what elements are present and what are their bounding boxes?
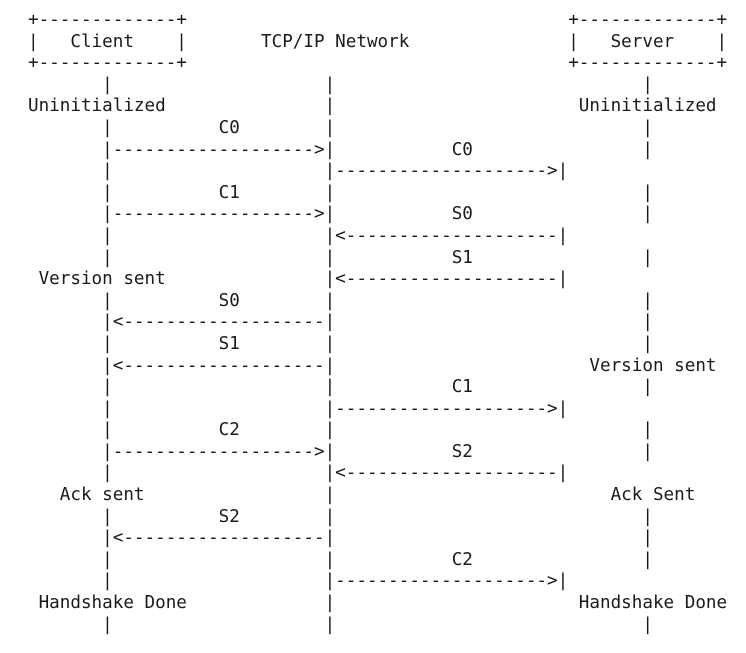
diagram-line: | | C2 | bbox=[28, 549, 653, 570]
diagram-line: | Client | TCP/IP Network | Server | bbox=[28, 31, 728, 52]
diagram-line: | |<--------------------| bbox=[28, 225, 569, 246]
diagram-line: Handshake Done | Handshake Done bbox=[28, 593, 728, 614]
diagram-line: | S2 | | bbox=[28, 506, 653, 527]
diagram-line: |<-------------------| | bbox=[28, 312, 653, 333]
diagram-line: +-------------+ +-------------+ bbox=[28, 53, 728, 74]
diagram-line: | |-------------------->| bbox=[28, 161, 569, 182]
diagram-line: | |-------------------->| bbox=[28, 571, 569, 592]
diagram-line: Version sent |<--------------------| bbox=[28, 269, 569, 290]
diagram-line: +-------------+ +-------------+ bbox=[28, 10, 728, 30]
diagram-line: |------------------->| S0 | bbox=[28, 204, 653, 225]
diagram-line: |------------------->| C0 | bbox=[28, 139, 653, 160]
diagram-line: Ack sent | Ack Sent bbox=[28, 485, 696, 506]
diagram-line: | |-------------------->| bbox=[28, 398, 569, 419]
ascii-sequence-diagram: +-------------+ +-------------+| Client … bbox=[28, 10, 727, 636]
diagram-line: |<-------------------| Version sent bbox=[28, 355, 717, 376]
diagram-line: | S1 | | bbox=[28, 333, 653, 354]
diagram-line: | S0 | | bbox=[28, 290, 653, 311]
diagram-line: | C1 | | bbox=[28, 182, 653, 203]
diagram-line: Uninitialized | Uninitialized bbox=[28, 96, 717, 117]
diagram-line: |------------------->| S2 | bbox=[28, 441, 653, 462]
diagram-line: | | | bbox=[28, 614, 653, 635]
diagram-line: | | S1 | bbox=[28, 247, 653, 268]
diagram-line: | C2 | | bbox=[28, 420, 653, 441]
diagram-line: | | C1 | bbox=[28, 377, 653, 398]
diagram-line: | | | bbox=[28, 74, 653, 95]
diagram-line: | |<--------------------| bbox=[28, 463, 569, 484]
diagram-line: |<-------------------| | bbox=[28, 528, 653, 549]
diagram-line: | C0 | | bbox=[28, 117, 653, 138]
